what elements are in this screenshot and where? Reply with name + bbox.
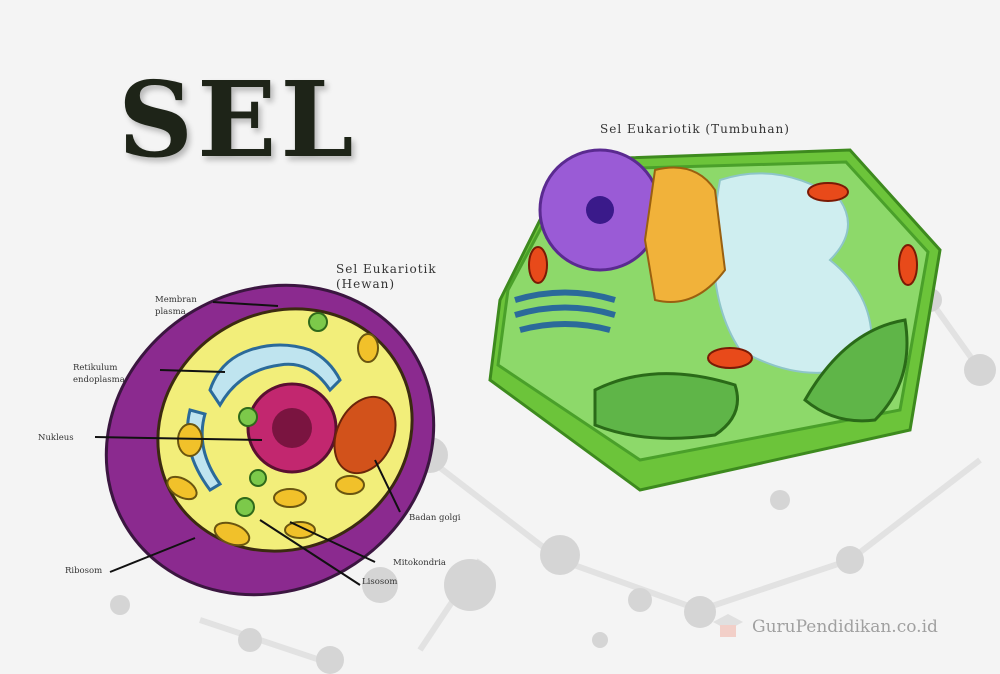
- animal-cell-diagram: [94, 283, 436, 597]
- plant-cell-caption: Sel Eukariotik (Tumbuhan): [600, 122, 790, 136]
- watermark-text: GuruPendidikan.co.id: [752, 617, 938, 637]
- label-membran-line1: Membran: [155, 295, 197, 305]
- animal-cell-caption: Sel Eukariotik (Hewan): [336, 262, 437, 292]
- plant-cell-diagram: [488, 148, 942, 492]
- label-ribosom: Ribosom: [65, 566, 103, 576]
- animal-caption-line1: Sel Eukariotik: [336, 262, 437, 276]
- label-membran-plasma: Membran plasma: [155, 294, 197, 319]
- label-membran-line2: plasma: [155, 307, 186, 318]
- label-badan-golgi: Badan golgi: [409, 513, 461, 523]
- label-retikulum-line2: endoplasma: [73, 375, 125, 386]
- label-retikulum-endoplasma: Retikulum endoplasma: [73, 362, 125, 387]
- graduation-cap-icon: [713, 614, 743, 637]
- label-nukleus: Nukleus: [38, 433, 74, 443]
- animal-caption-line2: (Hewan): [336, 277, 396, 291]
- label-mitokondria: Mitokondria: [393, 558, 446, 568]
- label-lisosom: Lisosom: [362, 577, 398, 587]
- page-title: SEL: [118, 58, 358, 181]
- label-retikulum-line1: Retikulum: [73, 363, 118, 373]
- watermark: GuruPendidikan.co.id: [712, 612, 938, 642]
